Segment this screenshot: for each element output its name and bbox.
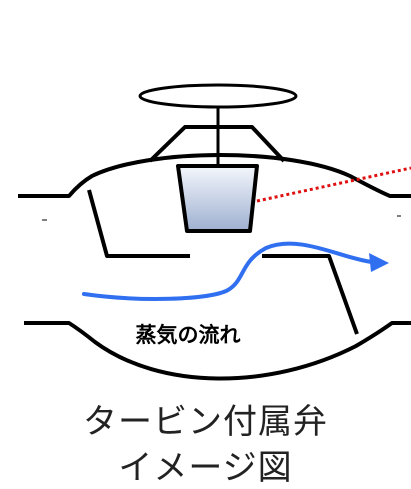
bonnet (148, 125, 286, 163)
steam-flow-path (82, 241, 374, 301)
indicator-line (256, 166, 411, 203)
steam-flow-label: 蒸気の流れ (136, 323, 241, 347)
caption-title: タービン付属弁 (83, 402, 328, 442)
valve-body-lower (24, 321, 411, 381)
steam-flow-arrowhead (369, 253, 389, 272)
inner-wall-right (262, 254, 359, 335)
handwheel (138, 83, 298, 109)
valve-body-upper (18, 153, 411, 198)
valve-plug (176, 164, 259, 233)
inner-wall-left (87, 189, 190, 258)
caption-subtitle: イメージ図 (118, 448, 293, 488)
